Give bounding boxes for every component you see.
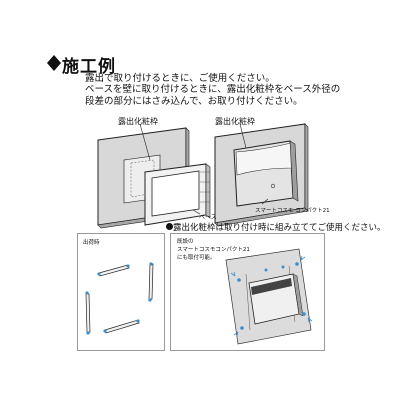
shipping-state-panel <box>77 233 165 351</box>
intro-line-1: 露出で取り付けるときに、ご使用ください。 <box>85 73 275 84</box>
frame-bar-left <box>85 291 91 335</box>
arrow-markers <box>230 255 313 337</box>
frame-bar-bottom <box>103 319 140 334</box>
left-frame-label: 露出化粧枠 <box>118 117 158 126</box>
note-bullet-icon <box>166 223 173 230</box>
frame-bar-top <box>97 264 130 277</box>
shipping-state-label: 出荷時 <box>83 240 100 246</box>
compact-unit <box>248 273 304 325</box>
existing-note-line-2: スマートコスモコンパクト21 <box>177 247 250 253</box>
existing-unit-panel <box>170 233 325 351</box>
frame-parts-diagram <box>85 262 154 335</box>
page-title: 施工例 <box>62 57 116 77</box>
existing-unit-diagram <box>225 248 313 345</box>
intro-line-2: ベースを壁に取り付けるときに、露出化粧枠をベース外径の <box>85 84 341 95</box>
existing-note-line-1: 既設の <box>177 239 194 245</box>
right-frame-label: 露出化粧枠 <box>215 117 255 126</box>
frame-bar-right <box>148 262 154 302</box>
exposed-frame-left <box>144 163 211 226</box>
existing-note-line-3: にも取付可能。 <box>177 255 216 261</box>
mounting-points <box>237 262 306 330</box>
intro-line-3: 段差の部分にはさみ込んで、お取り付けください。 <box>85 96 303 107</box>
smart-cosmo-cover <box>233 140 299 207</box>
smart-cosmo-label: スマートコスモ コンパクト21 <box>255 208 330 214</box>
assembly-note: 露出化粧枠は取り付け時に組み立ててご使用ください。 <box>173 223 386 233</box>
base-label: ベース <box>199 214 217 221</box>
